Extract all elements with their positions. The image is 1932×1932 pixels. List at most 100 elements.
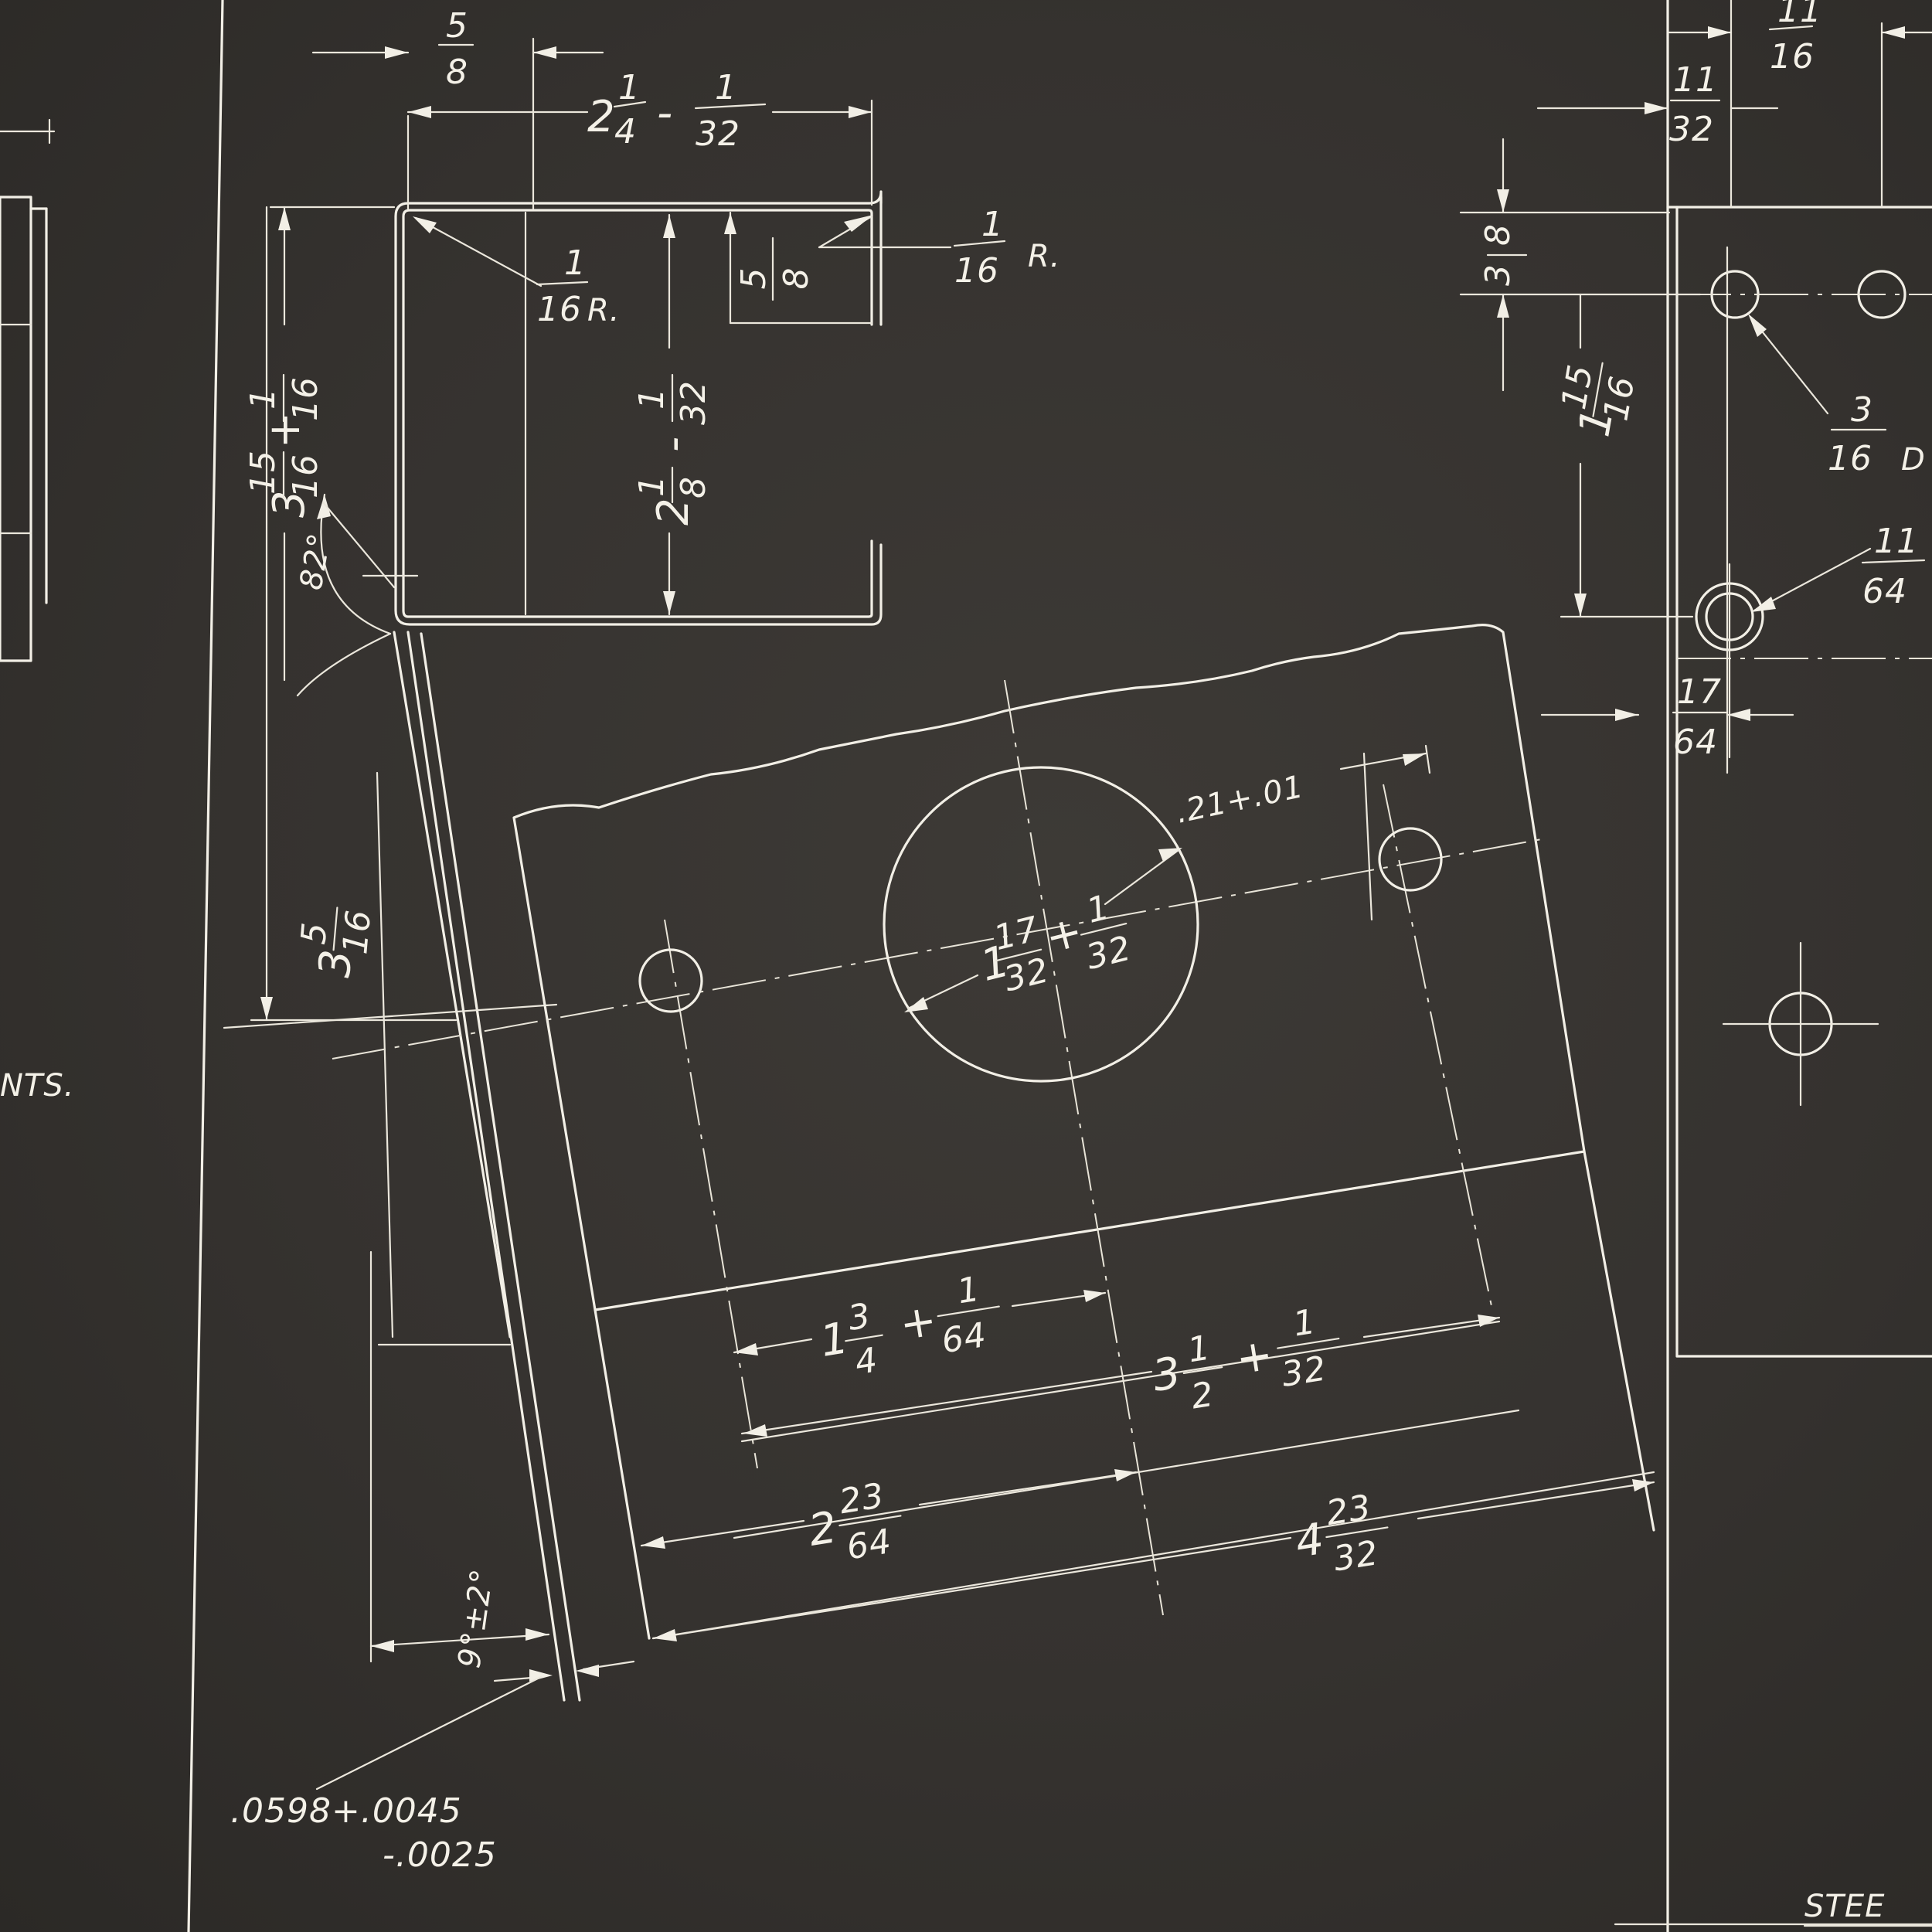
svg-text:16: 16 [537, 290, 582, 329]
svg-text:2: 2 [587, 92, 616, 142]
svg-text:3: 3 [310, 947, 362, 979]
svg-text:4: 4 [852, 1340, 881, 1383]
svg-text:11: 11 [1874, 522, 1919, 561]
svg-text:2: 2 [648, 497, 699, 526]
svg-text:1: 1 [981, 205, 1004, 244]
dim-thickness: .0598+.0045 [230, 1791, 462, 1831]
svg-text:64: 64 [1862, 572, 1907, 611]
dim-b: 3 1 2 + 1 32 [1149, 1302, 1340, 1417]
svg-text:3: 3 [1478, 264, 1518, 286]
large-hole [883, 766, 1199, 1083]
svg-text:15: 15 [243, 450, 283, 495]
right-side-view [1459, 0, 1932, 1926]
channel-section [269, 37, 952, 682]
svg-text:5: 5 [734, 267, 774, 290]
dim-right-hole-dia: 3 16 D [1828, 390, 1926, 478]
note-steel-partial: STEE [1804, 1889, 1885, 1924]
svg-text:16: 16 [1770, 37, 1815, 77]
dim-radius-left: 1 16 R. [536, 243, 621, 329]
svg-text:3: 3 [264, 489, 315, 518]
svg-text:1: 1 [632, 387, 672, 410]
svg-text:4: 4 [614, 112, 637, 151]
svg-text:5: 5 [294, 920, 335, 946]
svg-text:1: 1 [1291, 1302, 1319, 1345]
svg-text:1: 1 [632, 474, 672, 497]
svg-text:-: - [648, 436, 699, 452]
left-partial-view: NTS. [0, 118, 74, 1104]
svg-text:R.: R. [587, 293, 621, 328]
svg-text:R.: R. [1028, 239, 1061, 274]
svg-text:1: 1 [243, 387, 283, 410]
dim-flange-depth: 5 8 [734, 236, 816, 301]
svg-text:1: 1 [1185, 1328, 1213, 1371]
dim-hole-spacing: .21+.01 [1173, 769, 1308, 831]
svg-text:+: + [260, 411, 310, 448]
note-nts: NTS. [0, 1068, 74, 1104]
svg-text:32: 32 [674, 380, 713, 425]
svg-text:8: 8 [1478, 223, 1518, 246]
svg-text:1: 1 [618, 68, 641, 107]
dim-bend-angle: 9°±2° [451, 1566, 501, 1671]
svg-text:3: 3 [845, 1296, 874, 1338]
svg-text:5: 5 [446, 6, 468, 46]
svg-text:17: 17 [1677, 672, 1722, 712]
svg-text:4: 4 [1292, 1514, 1328, 1568]
dim-top-gap: 5 8 [437, 6, 474, 92]
svg-text:64: 64 [1673, 723, 1718, 762]
dim-d: 4 23 32 [1292, 1488, 1389, 1580]
svg-text:8: 8 [777, 267, 816, 290]
small-hole-left [638, 948, 703, 1013]
svg-text:2: 2 [1189, 1375, 1217, 1417]
dim-right-one-fifteen: 1 15 16 [1554, 362, 1643, 440]
svg-text:32: 32 [1083, 928, 1136, 978]
svg-text:16: 16 [286, 454, 325, 498]
svg-text:1: 1 [1083, 887, 1114, 931]
dim-right-csk: 11 64 [1861, 522, 1926, 611]
svg-text:+: + [1233, 1329, 1277, 1385]
hole-centerline [332, 838, 1546, 1060]
dim-height-lower: 3 5 16 [294, 906, 379, 979]
dim-right-three-eighths: 3 8 [1478, 223, 1528, 286]
dim-thickness-minus: -.0025 [383, 1835, 497, 1875]
dim-top-width: 2 1 4 - 1 32 [587, 68, 767, 154]
bent-flange-view [223, 206, 635, 1791]
svg-text:3: 3 [1149, 1348, 1185, 1402]
svg-text:32: 32 [1669, 110, 1714, 149]
svg-text:+: + [896, 1295, 941, 1351]
svg-text:1: 1 [564, 243, 587, 283]
svg-text:11: 11 [1777, 0, 1822, 30]
svg-text:3: 3 [1851, 390, 1873, 430]
small-hole-right [1378, 827, 1443, 892]
svg-text:23: 23 [837, 1476, 887, 1522]
svg-text:2: 2 [805, 1502, 841, 1556]
svg-text:16: 16 [335, 908, 379, 956]
svg-text:32: 32 [696, 114, 740, 154]
svg-text:16: 16 [286, 376, 325, 421]
dim-right-second: 11 32 [1669, 60, 1721, 149]
svg-text:8: 8 [446, 53, 468, 92]
svg-text:11: 11 [1673, 60, 1718, 100]
svg-text:23: 23 [1324, 1488, 1374, 1533]
main-plate [332, 624, 1655, 1641]
dim-radius-right: 1 16 R. [953, 205, 1061, 291]
svg-text:15: 15 [1554, 362, 1600, 413]
svg-text:8: 8 [674, 476, 713, 498]
svg-text:64: 64 [844, 1522, 894, 1567]
svg-text:D: D [1901, 442, 1926, 478]
svg-text:1: 1 [715, 68, 737, 107]
svg-text:64: 64 [939, 1315, 989, 1361]
dim-big-hole: 1 17 32 + 1 32 [976, 887, 1136, 999]
svg-text:1: 1 [954, 1270, 983, 1312]
svg-text:32: 32 [1331, 1533, 1381, 1579]
frame-line-left [187, 0, 224, 1932]
dim-right-top: 11 16 [1768, 0, 1822, 77]
svg-text:16: 16 [1596, 372, 1642, 423]
svg-text:16: 16 [954, 251, 999, 291]
svg-text:16: 16 [1828, 439, 1872, 478]
dim-right-offset: 17 64 [1672, 672, 1729, 762]
dim-c: 2 23 64 [805, 1476, 902, 1568]
svg-text:-: - [657, 88, 673, 138]
svg-text:32: 32 [1279, 1349, 1329, 1394]
